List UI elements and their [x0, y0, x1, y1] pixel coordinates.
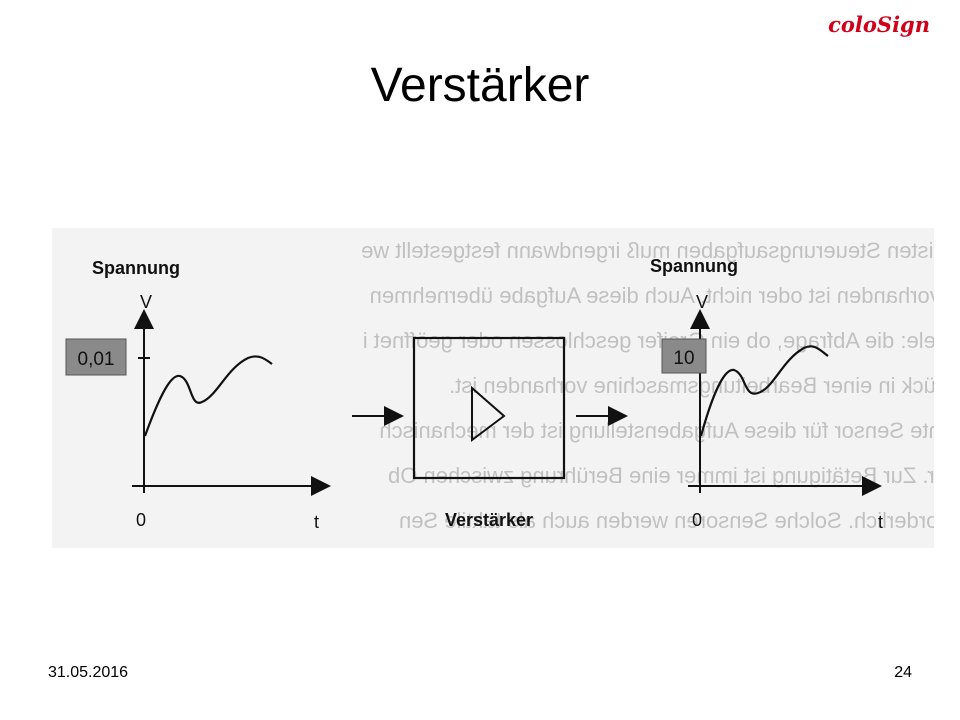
amplifier-figure: meisten Steuerungsaufgaben muß irgendwan…: [52, 228, 934, 548]
footer-date: 31.05.2016: [48, 664, 129, 681]
output-y-label: V: [696, 292, 708, 312]
input-axis-title: Spannung: [92, 258, 180, 278]
bg-text-line: achte Sensor für diese Aufgabenstellung …: [379, 418, 934, 443]
output-axis-title: Spannung: [650, 256, 738, 276]
bg-text-line: kstück in einer Bearbeitungsmaschine vor…: [449, 373, 934, 398]
page-number: 24: [894, 664, 912, 681]
bg-text-line: spiele: die Abfrage, ob ein Greifer gesc…: [363, 328, 934, 353]
output-x-label: t: [878, 512, 883, 532]
amplifier-diagram: meisten Steuerungsaufgaben muß irgendwan…: [65, 238, 934, 533]
amplifier-triangle-icon: [471, 385, 506, 442]
input-y-label: V: [140, 292, 152, 312]
output-gain-badge: [661, 338, 707, 374]
background-text: meisten Steuerungsaufgaben muß irgendwan…: [361, 238, 934, 533]
output-plot: Spannung V 10 0 t: [650, 256, 883, 532]
input-origin-label: 0: [136, 510, 146, 530]
input-gain-badge: [65, 338, 127, 376]
input-gain-value: 0,01: [78, 349, 115, 370]
amplifier-box: [412, 336, 566, 480]
amplifier-label: Verstärker: [445, 510, 533, 530]
output-origin-label: 0: [692, 510, 702, 530]
bg-text-line: ster. Zur Betätigung ist immer eine Berü…: [388, 463, 934, 488]
input-signal-curve: [143, 355, 273, 437]
input-plot: Spannung V 0,01 0 t: [65, 258, 331, 532]
bg-text-line: meisten Steuerungsaufgaben muß irgendwan…: [361, 238, 934, 263]
output-gain-value: 10: [673, 348, 694, 369]
bg-text-line: erforderlich. Solche Sensoren werden auc…: [399, 508, 934, 533]
input-x-label: t: [314, 512, 319, 532]
amplifier-block: Verstärker: [412, 336, 566, 530]
slide-title: Verstärker: [370, 59, 590, 112]
output-signal-curve: [699, 345, 829, 437]
bg-text-line: kt vorhanden ist oder nicht. Auch diese …: [370, 283, 934, 308]
brand-logo: coloSign: [828, 12, 930, 37]
